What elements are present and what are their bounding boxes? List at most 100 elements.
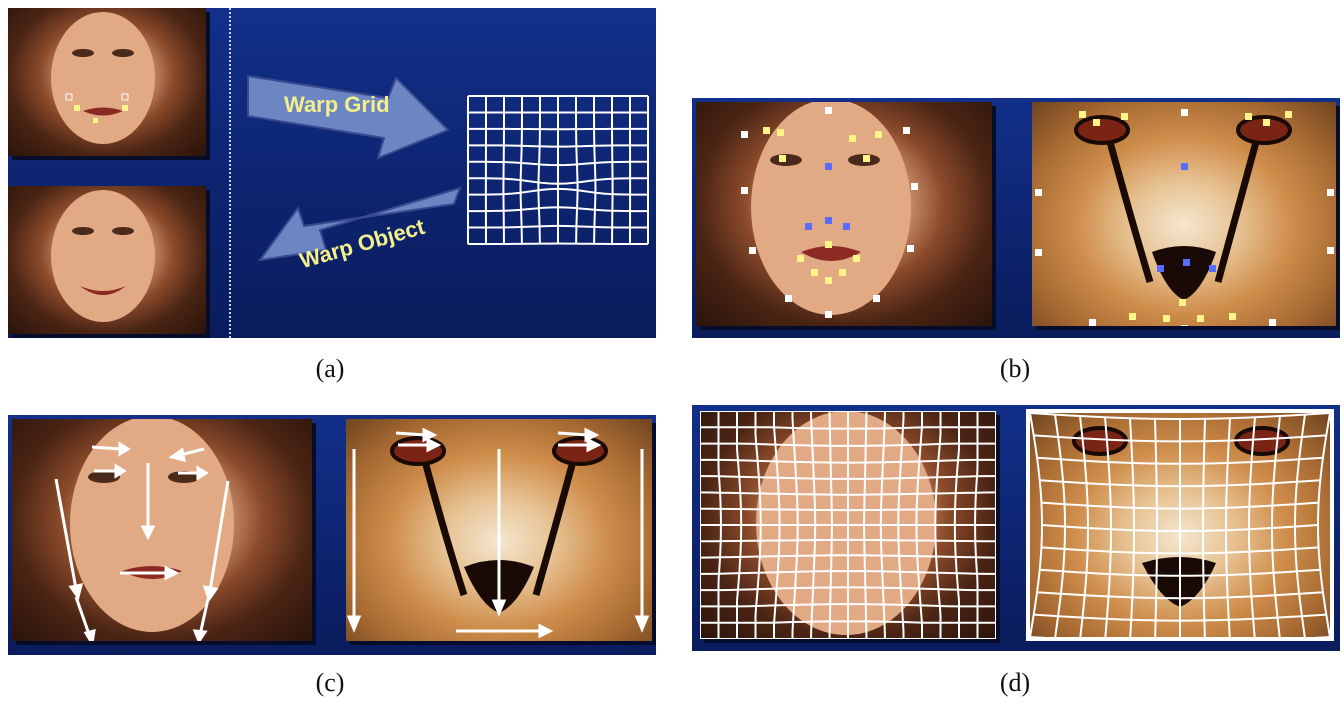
marker-yellow bbox=[1163, 315, 1170, 322]
mesh-line bbox=[502, 96, 505, 244]
marker-blue bbox=[805, 223, 812, 230]
marker-blue bbox=[1157, 265, 1164, 272]
woman-photo-smiling bbox=[8, 186, 206, 334]
mesh-line bbox=[467, 206, 649, 213]
marker-yellow bbox=[763, 127, 770, 134]
mesh-line bbox=[700, 475, 996, 480]
motion-vectors bbox=[54, 441, 230, 641]
marker-white bbox=[749, 247, 756, 254]
marker-yellow bbox=[797, 255, 804, 262]
marker-yellow bbox=[811, 269, 818, 276]
mesh-line bbox=[700, 426, 996, 430]
mesh-line bbox=[1154, 418, 1159, 637]
marker-yellow bbox=[1245, 113, 1252, 120]
mesh-line bbox=[700, 570, 996, 575]
warp-grid-label: Warp Grid bbox=[284, 92, 390, 117]
marker-white bbox=[1181, 109, 1188, 116]
marker-yellow bbox=[849, 135, 856, 142]
warp-object-arrow bbox=[257, 186, 462, 262]
marker-white bbox=[1327, 189, 1334, 196]
marker-white bbox=[825, 107, 832, 114]
marker-yellow bbox=[1197, 315, 1204, 322]
marker-yellow bbox=[1263, 119, 1270, 126]
cheetah-photo-landmarks bbox=[1032, 102, 1336, 326]
mesh-line bbox=[1033, 434, 1327, 443]
marker-yellow bbox=[1121, 113, 1128, 120]
mesh-line bbox=[700, 620, 996, 624]
marker-blue bbox=[825, 163, 832, 170]
mesh-line bbox=[537, 96, 541, 244]
woman-face-drawing-top bbox=[51, 12, 155, 144]
mesh-line bbox=[1039, 568, 1321, 577]
mesh-line bbox=[1201, 418, 1206, 637]
marker-white bbox=[1089, 319, 1096, 326]
marker-white bbox=[1327, 247, 1334, 254]
woman-face-drawing-bottom bbox=[51, 190, 155, 322]
woman-warp-mesh bbox=[700, 411, 996, 639]
warp-grid-arrow bbox=[247, 74, 450, 160]
marker-white bbox=[1269, 319, 1276, 326]
mesh-line bbox=[575, 96, 579, 244]
caption-a: (a) bbox=[315, 354, 345, 383]
marker-white bbox=[121, 93, 129, 101]
cheetah-face-vectors bbox=[346, 427, 650, 639]
mesh-line bbox=[467, 144, 649, 148]
woman-photo-vectors bbox=[12, 419, 312, 641]
marker-white bbox=[1181, 325, 1188, 326]
marker-yellow bbox=[839, 269, 846, 276]
cheetah-face-landmarks bbox=[1035, 109, 1334, 326]
mesh-line bbox=[593, 96, 597, 244]
mesh-line bbox=[700, 554, 996, 559]
marker-white bbox=[741, 187, 748, 194]
mesh-line bbox=[700, 507, 996, 512]
mesh-line bbox=[1036, 456, 1324, 465]
warp-object-label: Warp Object bbox=[297, 214, 428, 274]
cheetah-photo-warp-grid bbox=[1026, 409, 1334, 641]
caption-c: (c) bbox=[315, 668, 345, 697]
warp-grid bbox=[466, 95, 650, 245]
motion-vectors bbox=[346, 427, 650, 639]
mesh-line bbox=[1033, 613, 1327, 622]
marker-white bbox=[785, 295, 792, 302]
marker-white bbox=[911, 183, 918, 190]
marker-white bbox=[741, 131, 748, 138]
marker-blue bbox=[843, 223, 850, 230]
marker-yellow bbox=[875, 131, 882, 138]
woman-photo-landmarks bbox=[696, 102, 992, 326]
marker-yellow bbox=[1179, 299, 1186, 306]
panel-d bbox=[692, 405, 1340, 651]
mesh-line bbox=[1041, 524, 1319, 533]
mesh-line bbox=[467, 187, 649, 196]
caption-b: (b) bbox=[999, 354, 1031, 383]
mesh-line bbox=[1036, 591, 1324, 600]
marker-yellow bbox=[863, 155, 870, 162]
mesh-line bbox=[1039, 479, 1321, 488]
mesh-line bbox=[467, 160, 649, 167]
marker-yellow bbox=[777, 129, 784, 136]
marker-yellow bbox=[74, 105, 80, 111]
mesh-line bbox=[467, 224, 649, 229]
marker-yellow bbox=[1079, 111, 1086, 118]
marker-blue bbox=[1181, 163, 1188, 170]
divider-line bbox=[229, 8, 231, 338]
marker-yellow bbox=[779, 155, 786, 162]
cheetah-warp-mesh bbox=[1030, 413, 1330, 637]
mesh-line bbox=[700, 458, 996, 464]
mesh-line bbox=[700, 586, 996, 592]
mesh-line bbox=[700, 442, 996, 447]
mesh-line bbox=[467, 177, 649, 185]
woman-face-vectors bbox=[54, 419, 234, 641]
mesh-line bbox=[611, 96, 614, 244]
marker-yellow bbox=[1129, 313, 1136, 320]
marker-white bbox=[907, 245, 914, 252]
marker-white bbox=[825, 311, 832, 318]
marker-yellow bbox=[1229, 313, 1236, 320]
woman-photo-warp-grid bbox=[700, 411, 996, 639]
marker-yellow bbox=[122, 105, 128, 111]
marker-white bbox=[903, 127, 910, 134]
mesh-line bbox=[700, 491, 996, 496]
mesh-line bbox=[1041, 546, 1319, 555]
marker-blue bbox=[825, 217, 832, 224]
marker-yellow bbox=[853, 255, 860, 262]
marker-yellow bbox=[1093, 119, 1100, 126]
